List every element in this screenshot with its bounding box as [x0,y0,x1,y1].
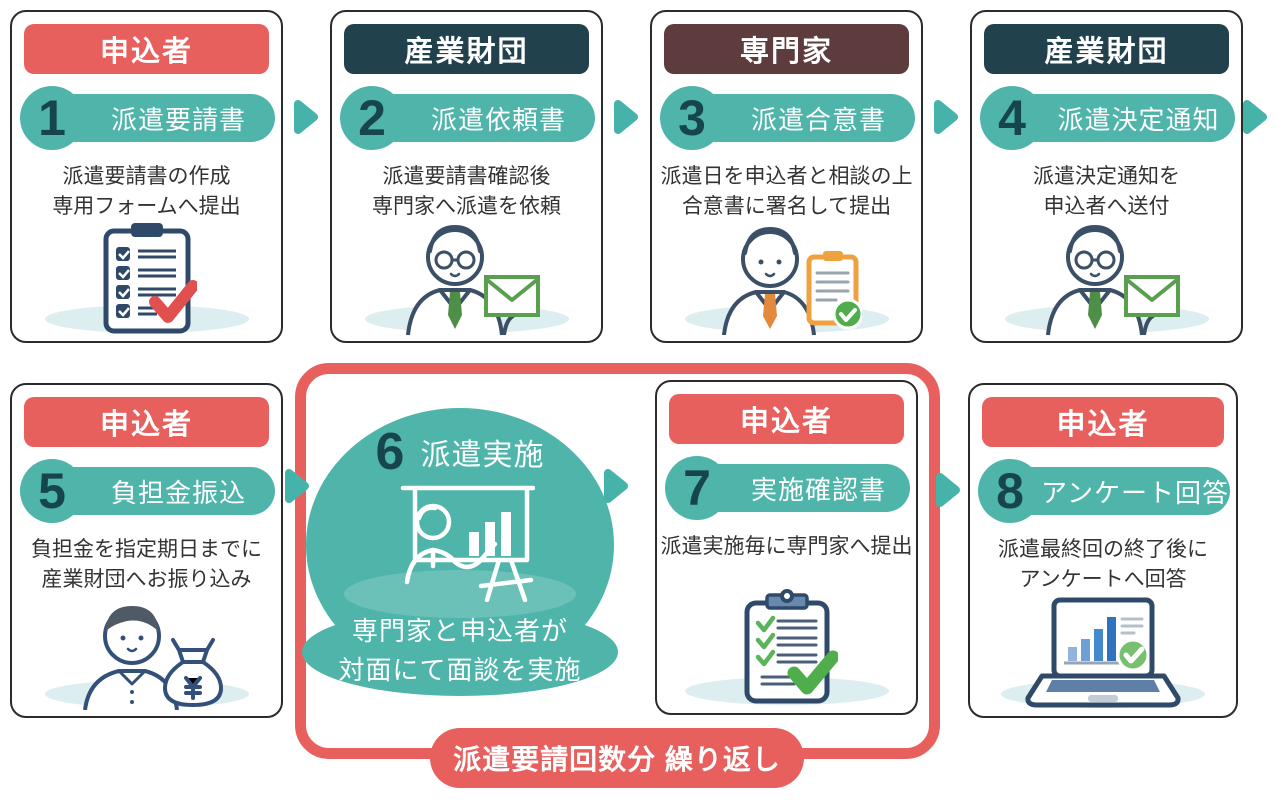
actor-badge: 申込者 [669,394,904,444]
step-description: 派遣最終回の終了後にアンケートへ回答 [998,538,1208,592]
step-title: アンケート回答 [1041,477,1229,508]
step-card-1: 申込者 1 派遣要請書 派遣要請書の作成専用フォームへ提出 [10,10,283,343]
step-6-blob: 6 派遣実施 専門家 [302,408,618,696]
actor-badge: 申込者 [24,397,269,447]
flow-arrow-icon [614,100,638,134]
step-card-4: 産業財団 4 派遣決定通知 派遣決定通知を申込者へ送付 [970,10,1243,343]
flow-arrow-icon [294,100,318,134]
step-card-3: 専門家 3 派遣合意書 派遣日を申込者と相談の上合意書に署名して提出 [650,10,923,343]
actor-badge: 産業財団 [984,24,1229,74]
step-title: 派遣実施 [420,439,545,472]
person-envelope-icon [405,224,540,335]
flow-arrow-icon [604,469,628,503]
step-description: 派遣要請書の作成専用フォームへ提出 [52,165,241,219]
flow-arrow-icon [936,473,960,507]
laptop-chart-icon [1025,597,1181,708]
step-title: 派遣決定通知 [1057,104,1220,135]
step-number-badge: 8 [978,459,1042,523]
step-card-7: 申込者 7 実施確認書 派遣実施毎に専門家へ提出 [655,380,918,715]
repeat-label-pill: 派遣要請回数分 繰り返し [430,728,804,788]
actor-badge: 申込者 [982,397,1224,447]
flow-arrow-icon [934,100,958,134]
step-number: 6 [375,423,405,481]
step-title: 派遣依頼書 [430,104,566,135]
step-card-8: 申込者 8 アンケート回答 派遣最終回の終了後にアンケートへ回答 [968,383,1238,718]
step-number-badge: 2 [340,86,404,150]
step-description: 派遣日を申込者と相談の上合意書に署名して提出 [660,165,913,219]
step-number-badge: 4 [980,86,1044,150]
step-title: 派遣合意書 [750,104,886,135]
checklist-check-icon [103,223,197,334]
checklist-green-icon [744,589,838,704]
step-number-badge: 3 [660,86,724,150]
step-title-pill: 負担金振込 [46,467,275,515]
step-number-badge: 7 [665,456,729,520]
step-title-pill: 派遣依頼書 [366,94,595,142]
step-title-pill: 派遣合意書 [686,94,915,142]
person-agreement-icon [721,226,862,335]
actor-badge: 申込者 [24,24,269,74]
blob-bump [302,608,618,696]
icon-shadow [344,570,576,618]
step-description: 派遣決定通知を申込者へ送付 [1033,165,1180,219]
step-title-pill: 派遣要請書 [46,94,275,142]
step-title: 派遣要請書 [110,104,246,135]
step-description: 派遣実施毎に専門家へ提出 [660,535,913,558]
person-moneybag-icon [82,606,223,710]
flow-arrow-icon [285,469,309,503]
step-description: 専門家と申込者が対面にて面談を実施 [338,616,582,685]
person-envelope-icon [1045,224,1180,335]
step-description: 派遣要請書確認後専門家へ派遣を依頼 [372,165,561,219]
step-card-2: 産業財団 2 派遣依頼書 派遣要請書確認後専門家へ派遣を依頼 [330,10,603,343]
presentation-icon [400,485,535,602]
step-number-badge: 1 [20,86,84,150]
step-description: 負担金を指定期日までに産業財団へお振り込み [31,538,262,592]
step-title-pill: 派遣決定通知 [1006,94,1235,142]
step-number-badge: 5 [20,459,84,523]
step-card-5: 申込者 5 負担金振込 負担金を指定期日までに産業財団へお振り込み [10,383,283,718]
actor-badge: 専門家 [664,24,909,74]
flow-arrow-icon [1243,100,1267,134]
actor-badge: 産業財団 [344,24,589,74]
step-title: 実施確認書 [750,474,886,505]
step-title: 負担金振込 [110,477,246,508]
